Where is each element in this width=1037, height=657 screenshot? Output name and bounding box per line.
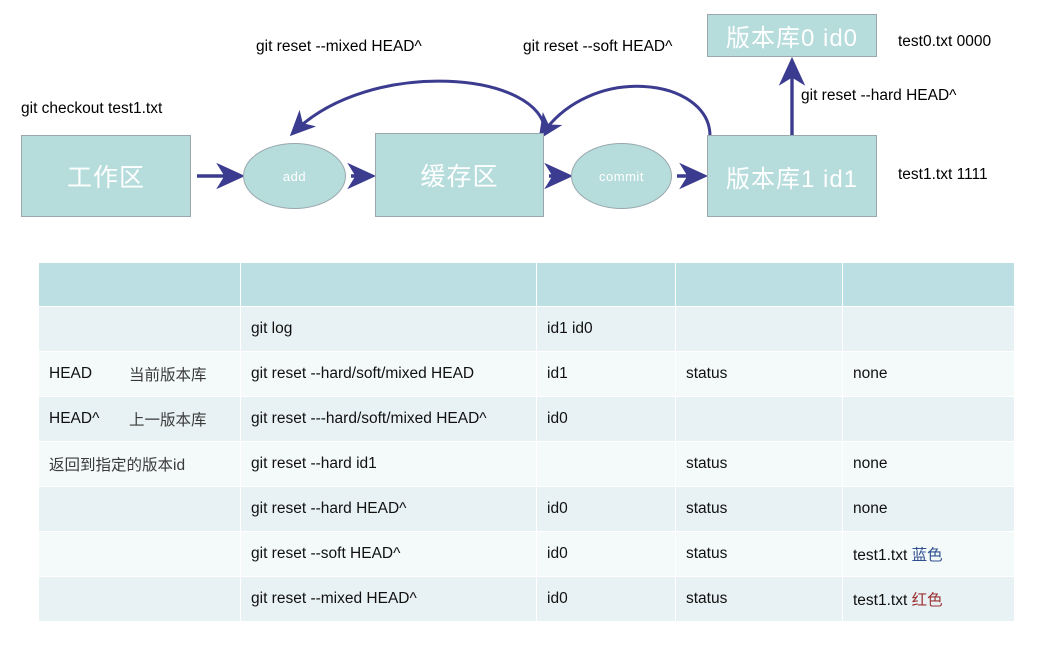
cell-command: git reset --mixed HEAD^: [240, 576, 537, 622]
node-workspace-label: 工作区: [66, 164, 145, 192]
header-cell-check: [675, 262, 843, 307]
ref-full-text: 返回到指定的版本id: [49, 457, 186, 474]
node-repo1: 版本库1 id1: [707, 135, 877, 217]
cell-files: none: [842, 486, 1015, 532]
arrow-reset-soft: [538, 84, 712, 140]
node-stage: 缓存区: [375, 133, 544, 217]
node-workspace: 工作区: [21, 135, 191, 217]
node-repo0: 版本库0 id0: [707, 14, 877, 57]
file-name: none: [853, 365, 888, 382]
cell-check: status: [675, 576, 843, 622]
label-reset-hard: git reset --hard HEAD^: [801, 87, 957, 104]
table-row: HEAD 当前版本库 git reset --hard/soft/mixed HEA…: [38, 351, 1015, 397]
file-name: test1.txt: [853, 547, 908, 564]
cell-result-id: id0: [536, 396, 676, 442]
cell-result-id: id0: [536, 576, 676, 622]
cell-ref: [38, 306, 241, 352]
cell-command: git reset --hard id1: [240, 441, 537, 487]
node-add-label: add: [282, 168, 307, 184]
cell-result-id: id1: [536, 351, 676, 397]
header-cell-files: [842, 262, 1015, 307]
cell-ref: [38, 576, 241, 622]
node-commit-label: commit: [599, 168, 644, 184]
table-row: 返回到指定的版本id git reset --hard id1 status none: [38, 441, 1015, 487]
file-note: 红色: [907, 592, 943, 609]
cell-files: none: [842, 441, 1015, 487]
cell-check: status: [675, 441, 843, 487]
node-repo1-label: 版本库1 id1: [725, 165, 859, 193]
file-note: 蓝色: [907, 547, 943, 564]
ref-key: HEAD: [49, 365, 93, 382]
ref-desc: 当前版本库: [129, 367, 207, 384]
header-cell-result: [536, 262, 676, 307]
node-commit: commit: [571, 143, 672, 209]
cell-check: [675, 396, 843, 442]
cell-ref: HEAD^ 上一版本库: [38, 396, 241, 442]
git-flow-diagram: 工作区 缓存区 版本库1 id1 版本库0 id0 add commit git…: [0, 0, 1037, 245]
table-row: HEAD^ 上一版本库 git reset ---hard/soft/mixed H…: [38, 396, 1015, 442]
cell-files: [842, 306, 1015, 352]
label-test0-file: test0.txt 0000: [898, 33, 992, 50]
cell-check: status: [675, 531, 843, 577]
cell-check: status: [675, 351, 843, 397]
cell-check: [675, 306, 843, 352]
table-header-row: [38, 262, 1015, 307]
node-stage-label: 缓存区: [420, 163, 499, 191]
ref-key: HEAD^: [49, 410, 100, 427]
node-repo0-label: 版本库0 id0: [725, 25, 859, 52]
label-test1-file: test1.txt 1111: [898, 166, 988, 183]
header-cell-command: [240, 262, 537, 307]
ref-desc: 上一版本库: [129, 412, 207, 429]
cell-result-id: [536, 441, 676, 487]
node-add: add: [243, 143, 346, 209]
label-reset-mixed: git reset --mixed HEAD^: [256, 38, 422, 55]
cell-result-id: id0: [536, 486, 676, 532]
cell-command: git reset --soft HEAD^: [240, 531, 537, 577]
cell-ref: [38, 486, 241, 532]
cell-ref: HEAD 当前版本库: [38, 351, 241, 397]
cell-ref: [38, 531, 241, 577]
cell-result-id: id0: [536, 531, 676, 577]
cell-command: git reset ---hard/soft/mixed HEAD^: [240, 396, 537, 442]
cell-files: test1.txt 蓝色: [842, 531, 1015, 577]
cell-result-id: id1 id0: [536, 306, 676, 352]
label-reset-soft: git reset --soft HEAD^: [523, 38, 673, 55]
cell-files: [842, 396, 1015, 442]
cell-check: status: [675, 486, 843, 532]
cell-command: git reset --hard HEAD^: [240, 486, 537, 532]
cell-ref: 返回到指定的版本id: [38, 441, 241, 487]
cell-files: test1.txt 红色: [842, 576, 1015, 622]
file-name: none: [853, 455, 888, 472]
header-cell-ref: [38, 262, 241, 307]
label-git-checkout: git checkout test1.txt: [21, 100, 163, 117]
file-name: test1.txt: [853, 592, 908, 609]
diagram-arrows: [197, 56, 806, 190]
arrow-reset-mixed: [289, 79, 547, 137]
file-name: none: [853, 500, 888, 517]
cell-command: git log: [240, 306, 537, 352]
cell-command: git reset --hard/soft/mixed HEAD: [240, 351, 537, 397]
cell-files: none: [842, 351, 1015, 397]
